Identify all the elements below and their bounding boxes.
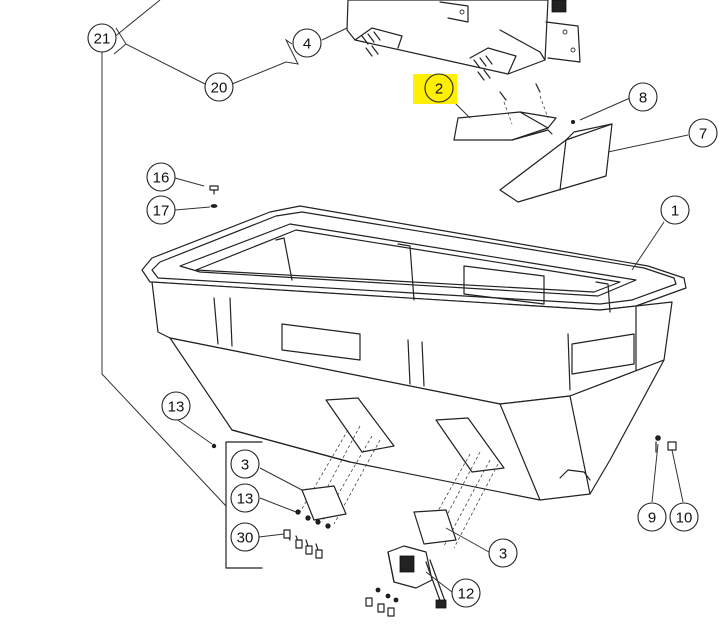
svg-text:13: 13 — [237, 491, 254, 508]
svg-text:3: 3 — [499, 546, 507, 563]
motor-part-12 — [365, 545, 447, 617]
callout-8: 8 — [628, 82, 658, 112]
callout-12: 12 — [451, 578, 481, 608]
callouts: 21 4 20 2 8 7 16 17 — [87, 23, 718, 608]
svg-text:10: 10 — [676, 510, 693, 527]
svg-text:1: 1 — [671, 203, 679, 220]
svg-text:21: 21 — [94, 31, 111, 48]
svg-text:20: 20 — [211, 80, 228, 97]
svg-text:8: 8 — [639, 90, 647, 107]
svg-text:9: 9 — [648, 510, 656, 527]
svg-text:17: 17 — [153, 203, 170, 220]
callout-20: 20 — [204, 72, 234, 102]
svg-text:2: 2 — [435, 81, 443, 98]
callout-17: 17 — [146, 195, 176, 225]
callout-3-left: 3 — [230, 449, 260, 479]
callout-7: 7 — [688, 118, 718, 148]
bracket-bolts — [361, 31, 493, 81]
deflector-part-7 — [499, 120, 613, 203]
callout-1: 1 — [660, 195, 690, 225]
callout-13-upper: 13 — [161, 391, 191, 421]
svg-text:30: 30 — [237, 530, 254, 547]
callout-4: 4 — [292, 28, 322, 58]
callout-2: 2 — [424, 73, 454, 103]
svg-text:4: 4 — [303, 36, 311, 53]
hopper-part-1 — [141, 205, 687, 501]
svg-text:3: 3 — [241, 457, 249, 474]
svg-text:13: 13 — [168, 399, 185, 416]
top-bracket-assembly — [346, 0, 581, 81]
callout-30: 30 — [230, 522, 260, 552]
svg-text:7: 7 — [699, 126, 707, 143]
callout-10: 10 — [669, 502, 699, 532]
leader-lines — [101, 0, 689, 593]
callout-9: 9 — [637, 502, 667, 532]
callout-13-lower: 13 — [230, 483, 260, 513]
hardware-16-17 — [209, 185, 219, 208]
callout-3-right: 3 — [488, 538, 518, 568]
hardware-9-10 — [655, 435, 677, 453]
callout-21: 21 — [87, 23, 117, 53]
svg-text:16: 16 — [153, 170, 170, 187]
mounting-hardware — [211, 425, 499, 569]
svg-text:12: 12 — [458, 586, 475, 603]
callout-16: 16 — [146, 162, 176, 192]
chute-part-2 — [453, 83, 557, 141]
